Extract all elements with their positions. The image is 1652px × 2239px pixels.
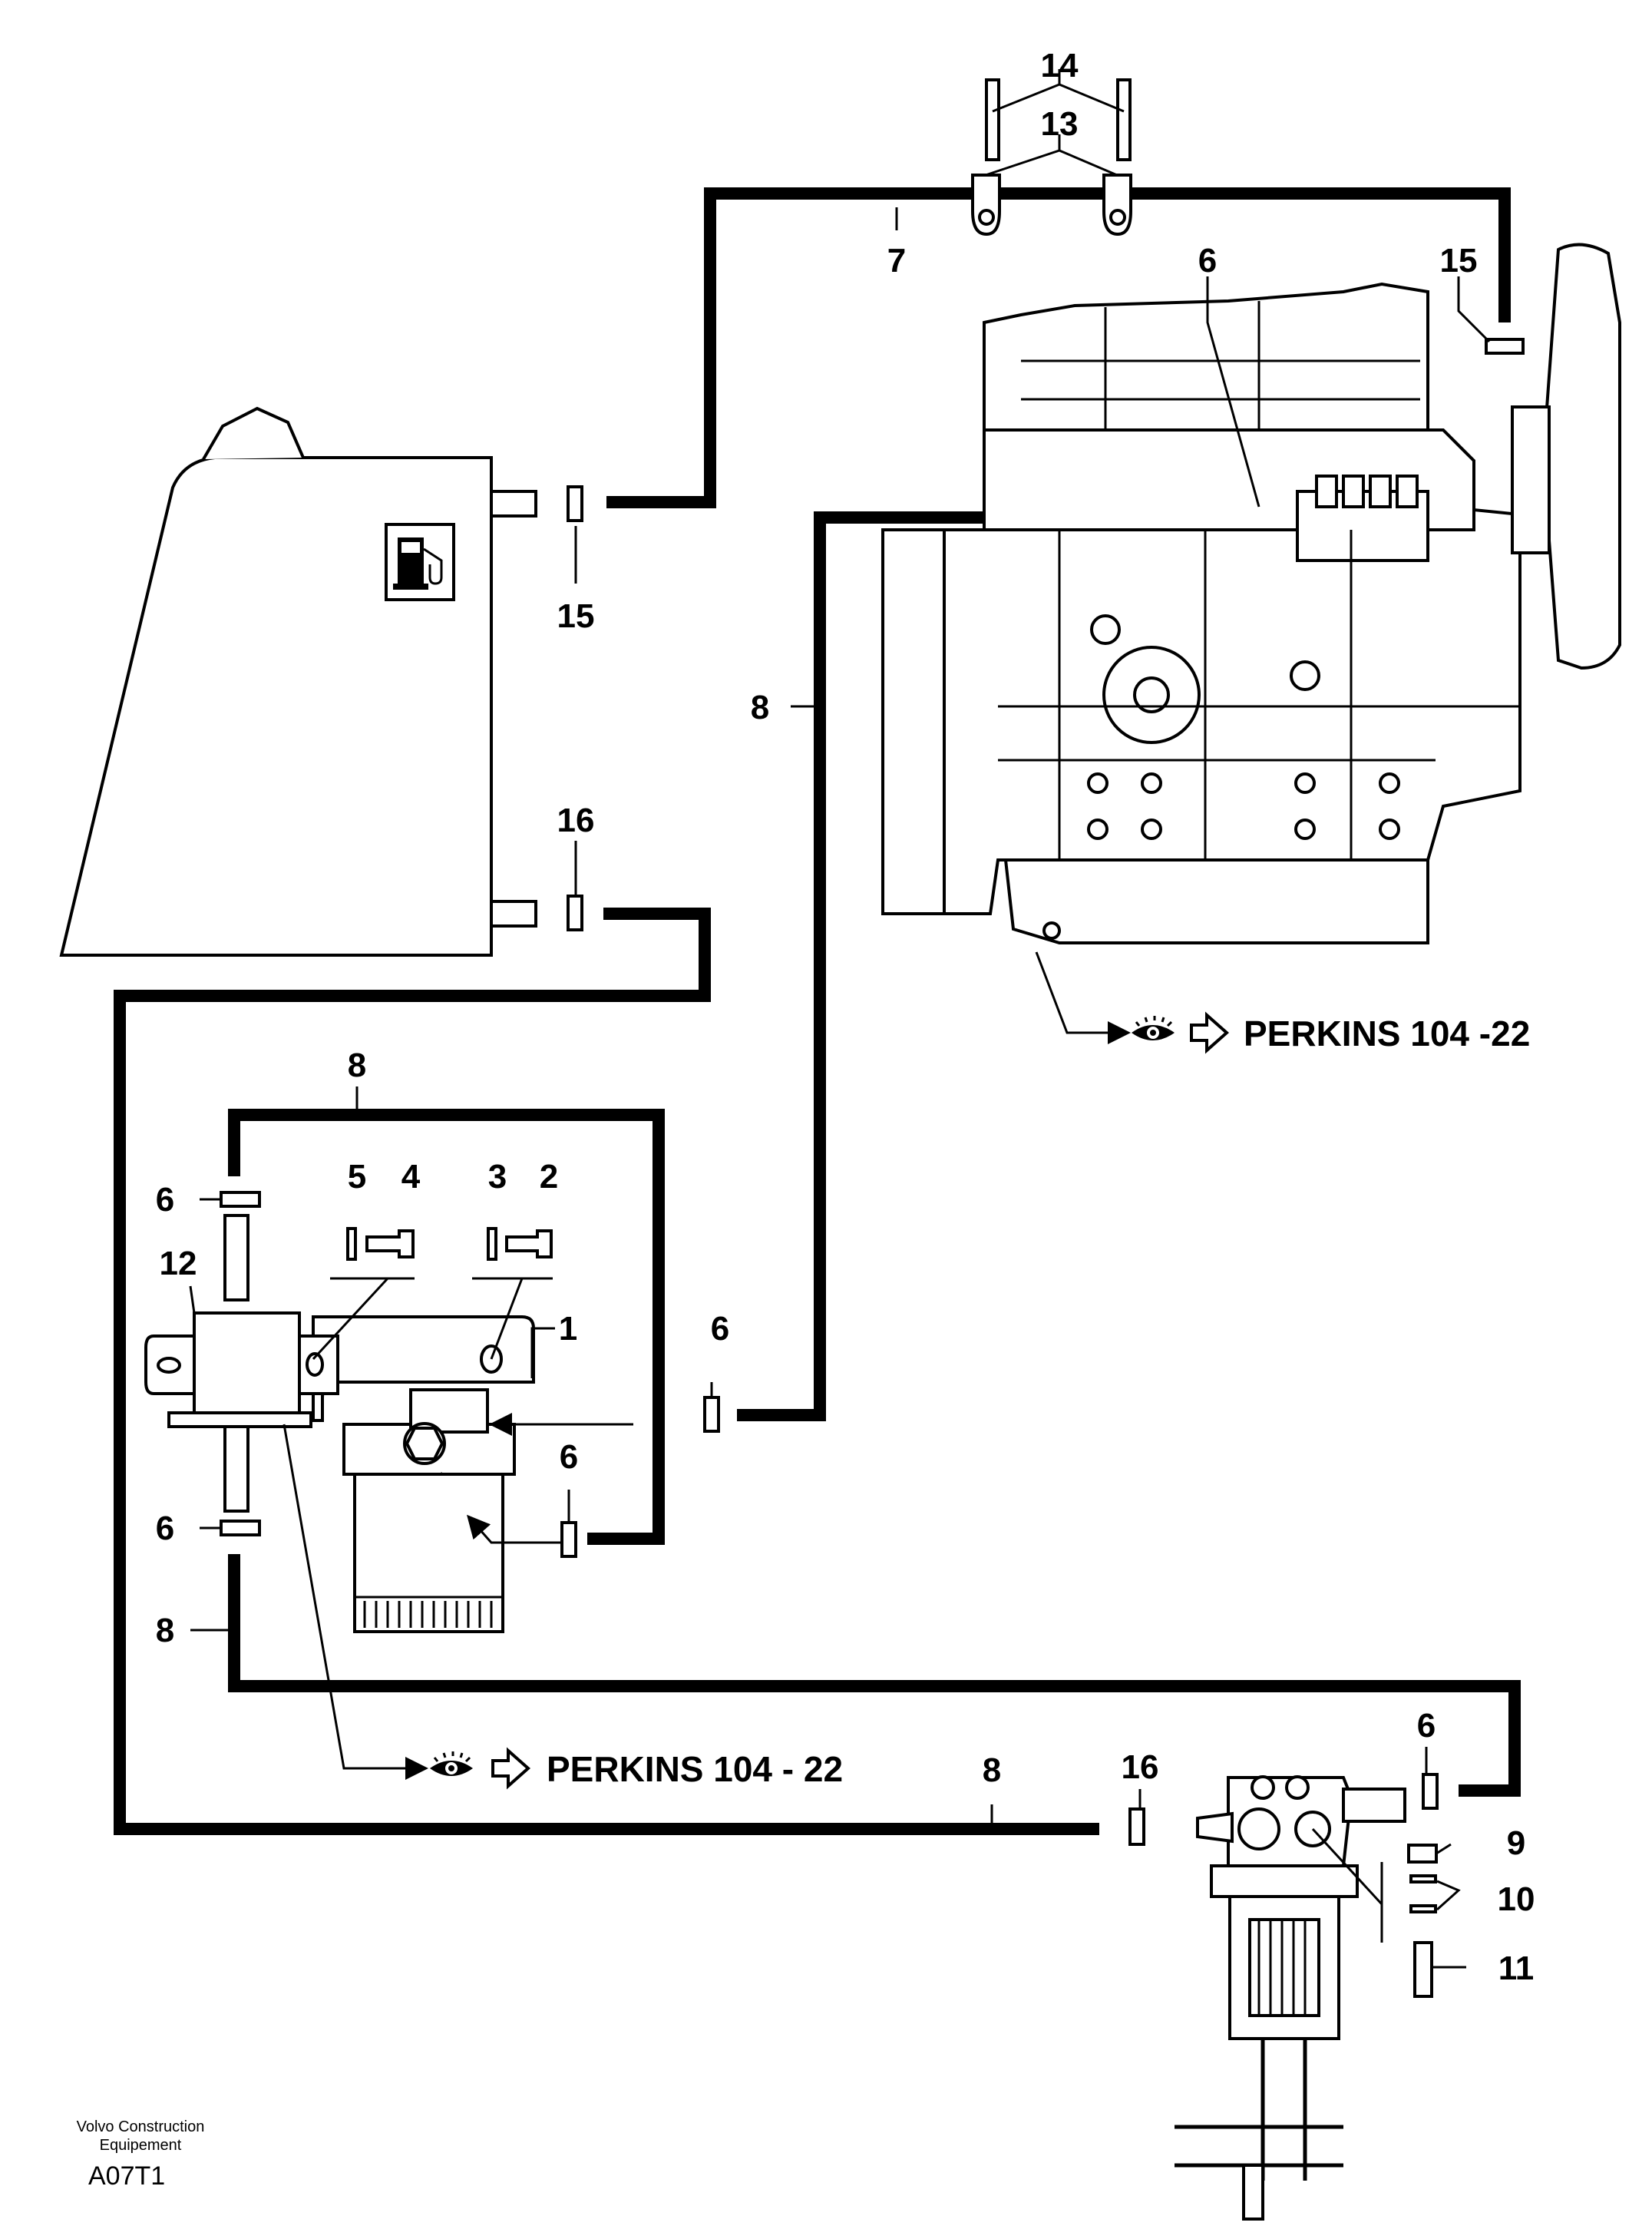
callout-16-tank: 16 <box>557 802 595 839</box>
leader-lines <box>189 207 1491 1969</box>
footer: Volvo Construction Equipement A07T1 <box>77 2118 205 2191</box>
callout-15-tank: 15 <box>557 597 595 635</box>
callout-2: 2 <box>540 1158 558 1196</box>
engine-reference: PERKINS 104 -22 <box>1132 1011 1530 1054</box>
hollow-arrow-icon <box>1190 1011 1230 1054</box>
callout-6-top: 6 <box>156 1181 174 1219</box>
bolt-11 <box>1413 1941 1433 1998</box>
prefilter-hardware <box>1311 1827 1461 1998</box>
pipe-filter-loop <box>228 1109 665 1545</box>
prefilter-stand <box>1175 2039 1343 2181</box>
fuel-tank <box>59 406 537 957</box>
callout-8-left: 8 <box>156 1612 174 1649</box>
callout-9: 9 <box>1507 1824 1525 1862</box>
tank-body <box>59 456 493 957</box>
engine <box>881 243 1621 944</box>
engine-fan <box>1541 243 1621 670</box>
fuel-filter-assembly <box>303 1315 535 1633</box>
engine-block <box>881 504 1521 915</box>
prefilter-inlet-barb <box>1196 1811 1234 1844</box>
callout-6-right: 6 <box>711 1310 729 1348</box>
fitting-6-prefilter <box>1422 1773 1439 1810</box>
engine-flywheel-housing <box>881 528 946 915</box>
bolt-14-left <box>985 78 1000 161</box>
engine-injectors <box>1315 475 1419 508</box>
pump-inlet-pipe <box>223 1425 249 1513</box>
fuel-pump-icon <box>385 523 455 601</box>
callout-4: 4 <box>401 1158 421 1196</box>
fitting-6-loop <box>560 1521 577 1558</box>
eye-icon <box>1132 1016 1175 1040</box>
callout-6-engine: 6 <box>1198 242 1217 279</box>
fitting-16-prefilter <box>1128 1807 1145 1846</box>
bolt-4 <box>365 1229 415 1258</box>
callout-13: 13 <box>1041 105 1079 143</box>
callout-14: 14 <box>1041 47 1079 84</box>
callout-15-engine: 15 <box>1440 242 1478 279</box>
callout-11: 11 <box>1498 1950 1535 1987</box>
eye-icon <box>430 1751 473 1776</box>
hollow-arrow-icon <box>491 1747 531 1790</box>
prefilter-outlet <box>1342 1788 1406 1823</box>
filter-reference-label: PERKINS 104 - 22 <box>547 1749 843 1789</box>
pipe-tank-to-prefilter <box>114 908 1099 1835</box>
callout-3: 3 <box>488 1158 507 1196</box>
nut-9 <box>1407 1844 1438 1864</box>
bolt-2 <box>505 1229 553 1258</box>
callout-5: 5 <box>348 1158 366 1196</box>
company-name-line2: Equipement <box>100 2137 182 2154</box>
filter-bolts <box>312 1227 553 1361</box>
filter-reference: PERKINS 104 - 22 <box>430 1747 843 1790</box>
callout-7: 7 <box>887 242 906 279</box>
engine-reference-label: PERKINS 104 -22 <box>1244 1014 1530 1053</box>
engine-sump <box>1003 858 1429 944</box>
engine-valve-cover <box>983 282 1429 432</box>
callout-8-top: 8 <box>348 1047 366 1084</box>
tank-supply-port <box>490 900 537 928</box>
callout-6-loop: 6 <box>560 1438 578 1476</box>
prefilter-element <box>1248 1918 1320 2017</box>
fitting-15-engine <box>1485 338 1525 355</box>
washer-5 <box>346 1227 357 1261</box>
callout-8-engine: 8 <box>751 689 769 726</box>
drawing-code: A07T1 <box>88 2161 165 2191</box>
fitting-6-top <box>220 1191 261 1208</box>
clamp-assembly <box>971 69 1132 236</box>
filter-bowl <box>353 1473 504 1633</box>
pipe-pump-to-prefilter <box>228 1554 1521 1797</box>
callout-16-prefilter: 16 <box>1122 1748 1159 1786</box>
tank-filler-neck <box>202 406 305 461</box>
engine-fan-hub <box>1511 405 1551 554</box>
washer-10-b <box>1409 1904 1437 1913</box>
filter-bowl-ribs <box>363 1601 493 1628</box>
company-name-line1: Volvo Construction <box>77 2118 205 2135</box>
pump-base <box>167 1411 312 1428</box>
callout-6-bottom: 6 <box>156 1510 174 1547</box>
engine-block-bolts <box>1042 614 1400 940</box>
fitting-6-bottom <box>220 1520 261 1536</box>
pump-body <box>193 1311 301 1414</box>
fitting-16-tank <box>567 895 583 931</box>
callout-10: 10 <box>1498 1880 1535 1918</box>
pipe-return-to-tank <box>606 187 1511 508</box>
pre-filter-assembly <box>1175 1775 1406 2221</box>
washer-3 <box>487 1227 497 1261</box>
fitting-6-right <box>703 1396 720 1433</box>
callout-8-bottom: 8 <box>983 1751 1001 1789</box>
callout-6-prefilter: 6 <box>1417 1707 1436 1745</box>
washer-10-a <box>1409 1874 1437 1883</box>
callout-12: 12 <box>160 1245 197 1282</box>
tank-return-port <box>490 490 537 518</box>
prefilter-collar <box>1210 1864 1359 1898</box>
callout-1: 1 <box>559 1310 577 1348</box>
electric-fuel-pump-12 <box>144 1214 339 1513</box>
pump-outlet-pipe <box>223 1214 249 1301</box>
callouts: 14 13 7 6 15 15 8 16 8 6 5 4 3 2 12 1 6 … <box>156 47 1535 1987</box>
bolt-14-right <box>1116 78 1132 161</box>
fitting-15-tank <box>567 485 583 522</box>
